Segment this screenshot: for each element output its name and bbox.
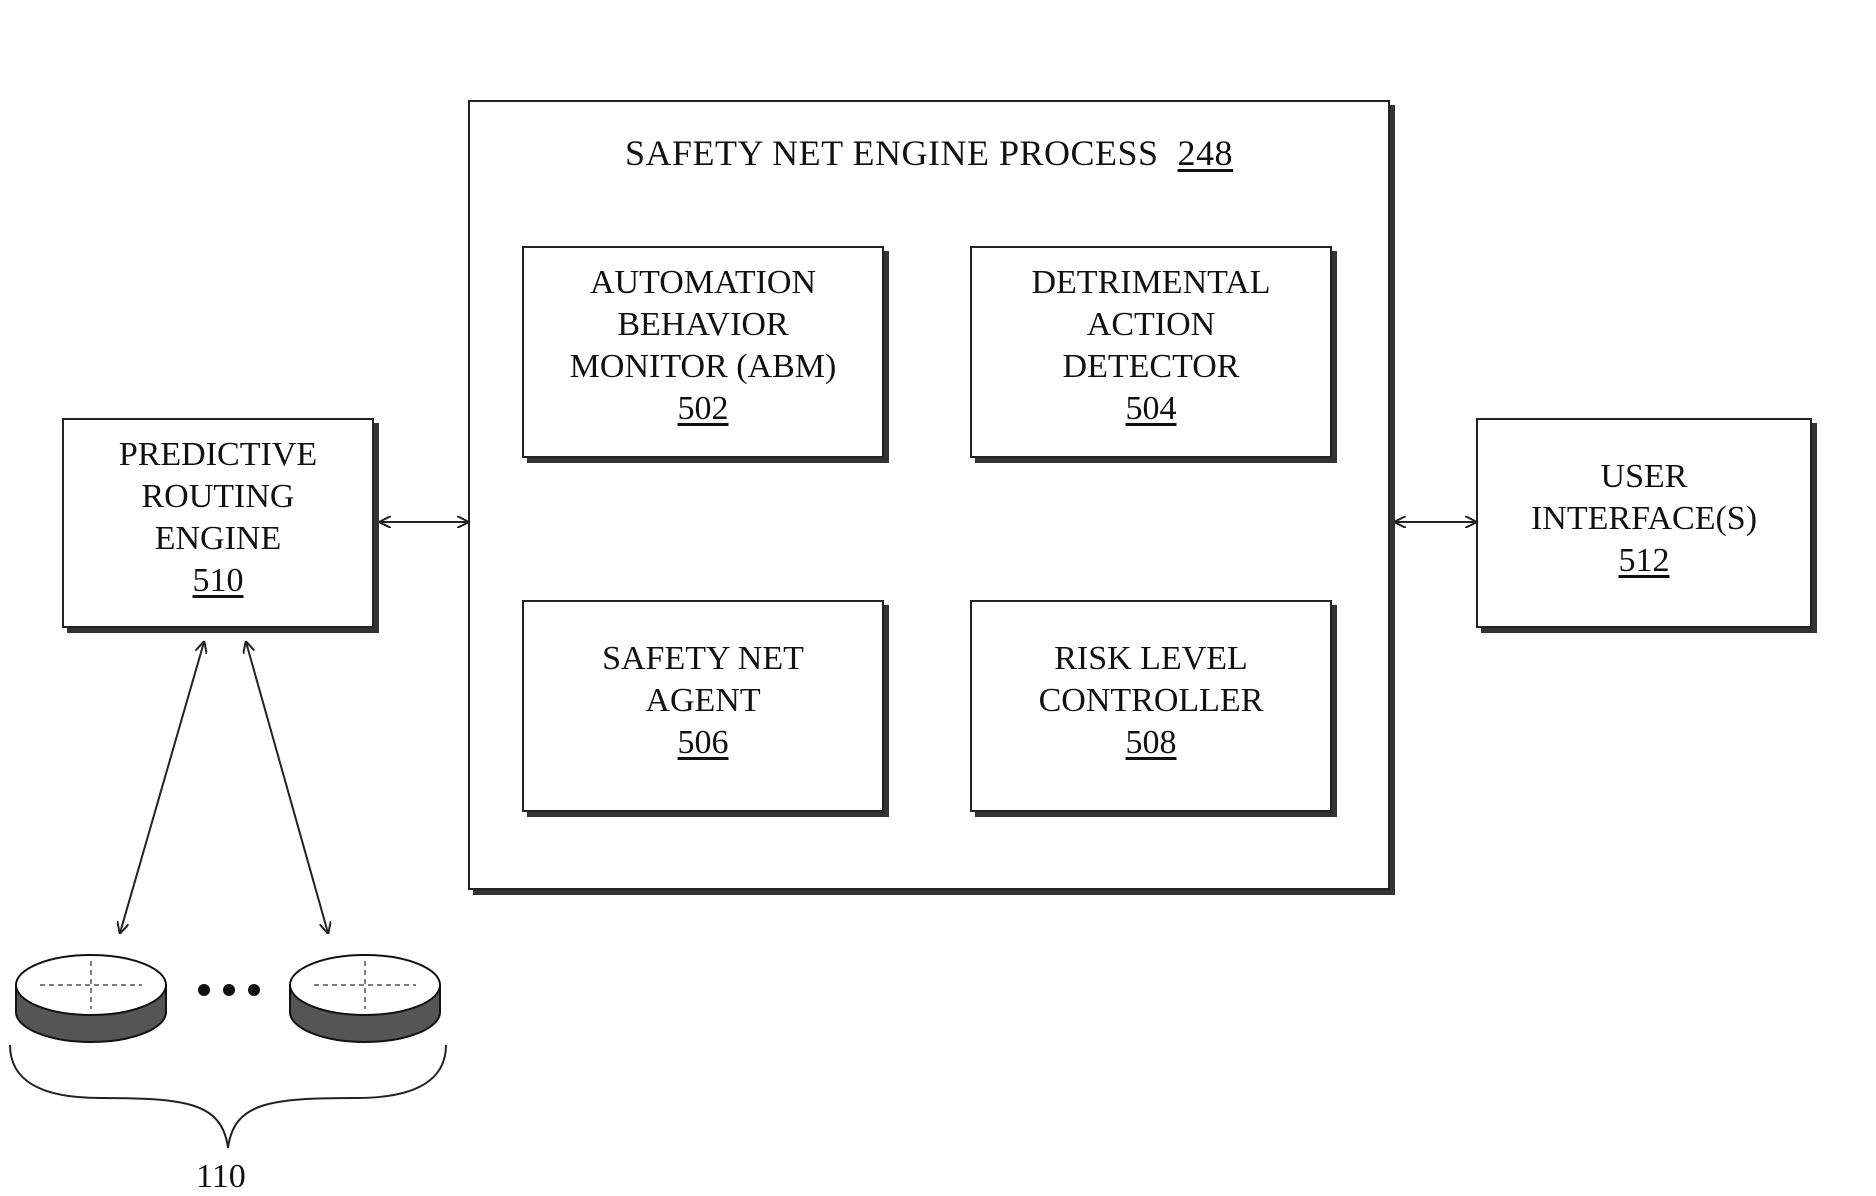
routing-label-line: PREDICTIVE <box>119 434 317 476</box>
brace-icon <box>10 1045 446 1148</box>
module-ref: 504 <box>1126 388 1177 430</box>
router-icon <box>290 955 440 1042</box>
module-label-line: MONITOR (ABM) <box>570 346 837 388</box>
module-label-line: CONTROLLER <box>1039 680 1264 722</box>
ui-label-line: USER <box>1601 456 1688 498</box>
process-title: SAFETY NET ENGINE PROCESS 248 <box>625 132 1233 174</box>
detrimental-action-detector-box: DETRIMENTAL ACTION DETECTOR 504 <box>970 246 1332 458</box>
automation-behavior-monitor-box: AUTOMATION BEHAVIOR MONITOR (ABM) 502 <box>522 246 884 458</box>
module-label-line: AUTOMATION <box>590 262 816 304</box>
ui-label-line: INTERFACE(S) <box>1531 498 1757 540</box>
router-icon <box>16 955 166 1042</box>
module-label-line: AGENT <box>645 680 760 722</box>
safety-net-agent-box: SAFETY NET AGENT 506 <box>522 600 884 812</box>
process-ref: 248 <box>1178 133 1234 173</box>
module-label-line: SAFETY NET <box>602 638 804 680</box>
module-ref: 508 <box>1126 722 1177 764</box>
risk-level-controller-box: RISK LEVEL CONTROLLER 508 <box>970 600 1332 812</box>
module-label-line: RISK LEVEL <box>1054 638 1248 680</box>
predictive-routing-engine-box: PREDICTIVE ROUTING ENGINE 510 <box>62 418 374 628</box>
arrow-router2-to-routing <box>246 642 328 933</box>
routing-label-line: ENGINE <box>155 518 282 560</box>
module-label-line: BEHAVIOR <box>617 304 788 346</box>
routing-label-line: ROUTING <box>142 476 295 518</box>
process-title-text: SAFETY NET ENGINE PROCESS <box>625 133 1159 173</box>
module-ref: 502 <box>678 388 729 430</box>
ui-ref: 512 <box>1619 540 1670 582</box>
module-label-line: DETECTOR <box>1063 346 1240 388</box>
user-interface-box: USER INTERFACE(S) 512 <box>1476 418 1812 628</box>
routing-ref: 510 <box>193 560 244 602</box>
module-label-line: DETRIMENTAL <box>1031 262 1270 304</box>
ellipsis-icon <box>198 984 260 996</box>
arrow-router1-to-routing <box>120 642 204 933</box>
module-ref: 506 <box>678 722 729 764</box>
devices-ref-label: 110 <box>196 1158 246 1196</box>
module-label-line: ACTION <box>1087 304 1215 346</box>
